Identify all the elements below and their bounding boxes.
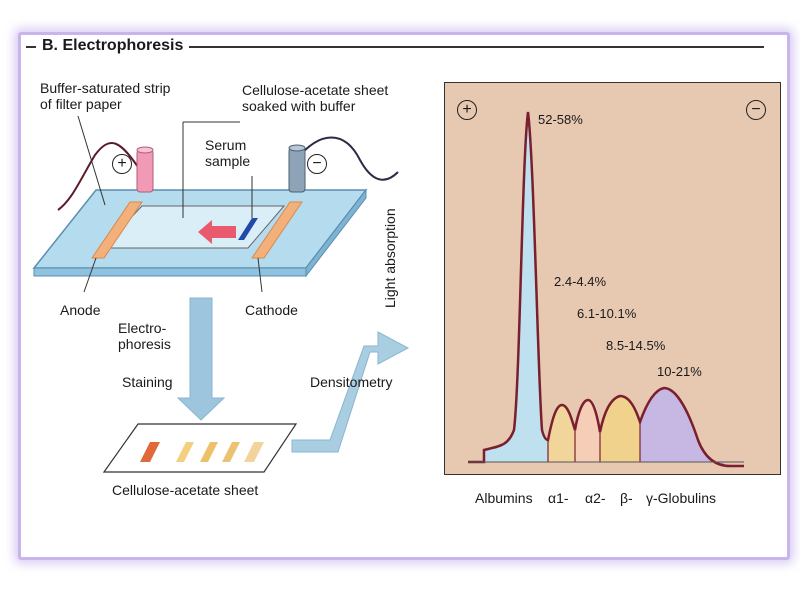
densitogram-minus-icon: − <box>746 100 766 120</box>
gamma-globulins-label: γ-Globulins <box>646 490 717 506</box>
glass-plate-side <box>305 188 367 278</box>
beta-percent: 8.5-14.5% <box>606 338 666 353</box>
albumin-percent: 52-58% <box>538 112 583 127</box>
anode-buffer-strip <box>91 201 143 259</box>
gamma-fill <box>640 388 724 466</box>
cathode-minus-icon: − <box>307 154 327 174</box>
band-alpha2 <box>200 442 218 462</box>
alpha1-percent: 2.4-4.4% <box>554 274 607 289</box>
migration-arrow <box>198 220 236 244</box>
cathode-wire <box>295 136 399 181</box>
albumins-label: Albumins <box>475 490 533 506</box>
cellulose-sheet-label: Cellulose-acetate sheet soaked with buff… <box>242 82 389 114</box>
process-arrow-down <box>176 297 226 421</box>
densitogram-plus-icon: + <box>457 100 477 120</box>
buffer-strip-label: Buffer-saturated strip of filter paper <box>40 80 171 112</box>
alpha1-label: α1- <box>548 490 569 506</box>
alpha2-label: α2- <box>585 490 606 506</box>
densitogram-curve-line <box>468 111 744 468</box>
stained-sheet-label: Cellulose-acetate sheet <box>112 482 259 498</box>
anode-label: Anode <box>60 302 101 318</box>
anode-plus-icon: + <box>112 154 132 174</box>
figure-title: B. Electrophoresis <box>36 37 190 55</box>
densitometry-step: Densitometry <box>310 374 393 390</box>
serum-sample-band <box>238 218 258 240</box>
cathode-label: Cathode <box>245 302 298 318</box>
alpha2-fill <box>575 400 600 462</box>
beta-fill <box>600 396 640 462</box>
band-gamma <box>244 442 264 462</box>
band-albumin <box>140 442 160 462</box>
densitometry-arrow <box>291 331 410 453</box>
serum-sample-label: Serum sample <box>205 137 251 169</box>
beta-label: β- <box>620 490 633 506</box>
electrophoresis-step: Electro- phoresis <box>118 320 171 352</box>
anode-wire <box>57 142 141 211</box>
staining-step: Staining <box>122 374 173 390</box>
alpha1-fill <box>548 405 575 462</box>
band-beta <box>222 442 240 462</box>
cathode-buffer-strip <box>251 201 303 259</box>
alpha2-percent: 6.1-10.1% <box>577 306 637 321</box>
gamma-percent: 10-21% <box>657 364 702 379</box>
title-rule <box>26 46 764 48</box>
band-alpha1 <box>176 442 194 462</box>
